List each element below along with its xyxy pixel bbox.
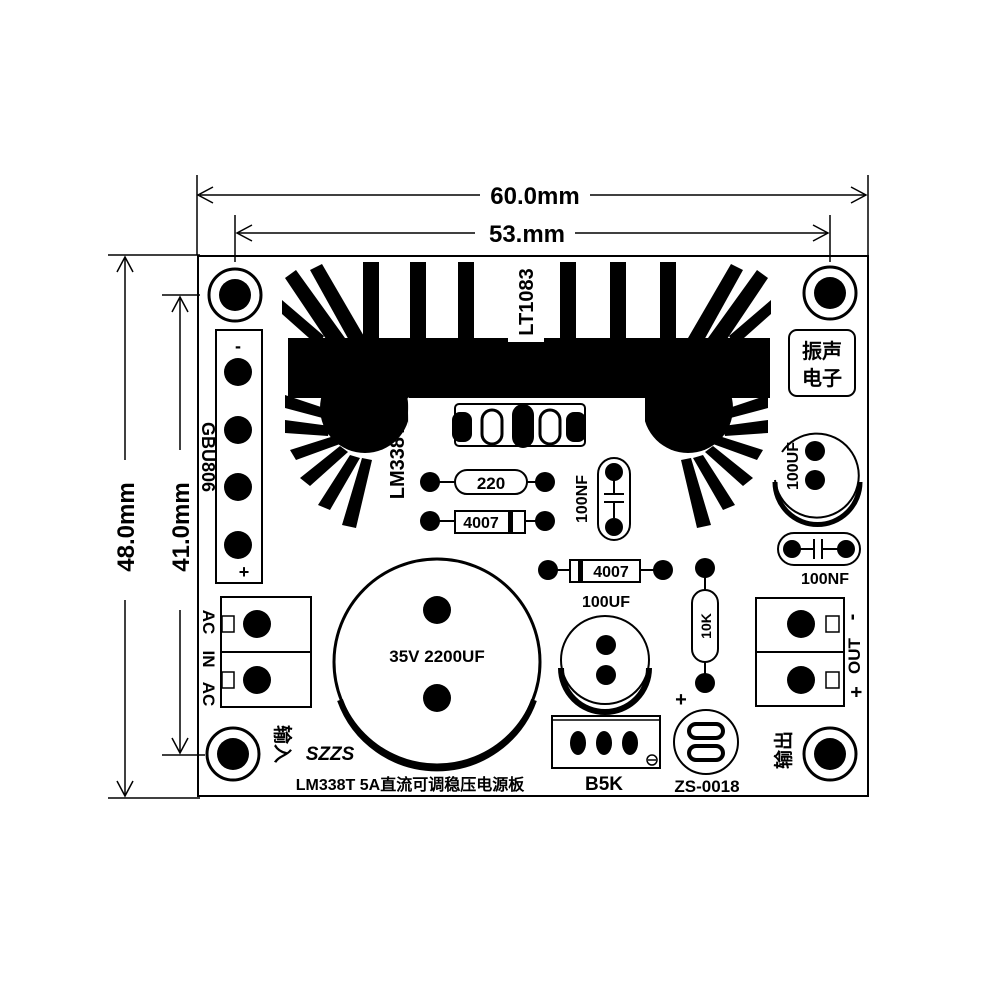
heatsink-top-label: LT1083	[516, 268, 538, 335]
brand-cn-line2: 电子	[802, 367, 842, 390]
pot-label: B5K	[585, 774, 623, 795]
capacitor-100uf-right	[772, 432, 863, 527]
diode-4007-upper: 4007	[420, 510, 555, 534]
module-label: ZS-0018	[674, 777, 739, 796]
output-cn-label: 输出	[772, 731, 795, 769]
dimension-hole-height-label: 41.0mm	[168, 482, 195, 571]
capacitor-2200uf: 35V 2200UF	[332, 557, 542, 772]
mounting-hole-bottom-left	[205, 726, 261, 782]
potentiometer-b5k	[551, 715, 661, 769]
cap-100uf-right-label: 100UF	[785, 442, 802, 490]
dimension-height-label: 48.0mm	[113, 482, 140, 571]
capacitor-100nf-horizontal	[777, 532, 861, 566]
footer-brand: SZZS	[306, 744, 355, 765]
output-out-label: OUT	[845, 637, 864, 674]
capacitor-100nf-vertical	[597, 457, 631, 541]
dimension-hole-span: 53.mm	[234, 215, 831, 262]
pot-plus-label: +	[675, 689, 687, 711]
dimension-hole-height: 41.0mm	[162, 294, 205, 756]
brand-cn-line1: 振声	[802, 339, 842, 363]
heatsink-side-label: LM338T	[387, 425, 409, 499]
rectifier-minus-label: -	[235, 336, 241, 356]
regulator-footprint	[452, 403, 586, 448]
cap-100nf-vertical-label: 100NF	[574, 475, 591, 523]
mounting-hole-top-right	[802, 265, 858, 321]
resistor-10k-label: 10K	[698, 613, 714, 639]
output-minus-label: -	[841, 614, 863, 621]
heatsink	[282, 262, 771, 528]
dimension-width: 60.0mm	[196, 175, 869, 255]
rectifier-plus-label: +	[239, 562, 250, 582]
diode-upper-label: 4007	[463, 515, 499, 532]
rectifier-label: GBU806	[198, 422, 218, 492]
rectifier-gbu806: - +	[215, 329, 263, 584]
input-ac-bottom-label: AC	[199, 682, 218, 707]
resistor-10k	[691, 558, 719, 693]
diode-4007-lower: 4007	[538, 559, 673, 583]
cap-100uf-center-label: 100UF	[582, 594, 630, 611]
input-terminal-block	[220, 596, 312, 708]
dimension-height: 48.0mm	[108, 254, 200, 799]
dimension-width-label: 60.0mm	[490, 183, 579, 210]
cap-2200uf-label: 35V 2200UF	[389, 647, 484, 666]
module-zs0018	[673, 709, 739, 775]
footer-board-title: LM338T 5A直流可调稳压电源板	[296, 775, 525, 794]
input-ac-top-label: AC	[199, 610, 218, 635]
board-outline	[197, 255, 869, 797]
output-terminal-block	[755, 597, 845, 707]
input-in-label: IN	[199, 651, 218, 668]
resistor-220: 220	[420, 469, 555, 495]
mounting-hole-bottom-right	[802, 726, 858, 782]
input-cn-label: 输入	[271, 725, 294, 763]
diode-lower-label: 4007	[593, 564, 629, 581]
mounting-hole-top-left	[207, 267, 263, 323]
resistor-220-label: 220	[477, 474, 505, 493]
dimension-hole-span-label: 53.mm	[489, 221, 565, 248]
output-plus-label: +	[846, 686, 868, 698]
capacitor-100uf-center	[558, 615, 652, 715]
cap-100nf-horizontal-label: 100NF	[801, 571, 849, 588]
brand-box: 振声 电子	[788, 329, 856, 397]
